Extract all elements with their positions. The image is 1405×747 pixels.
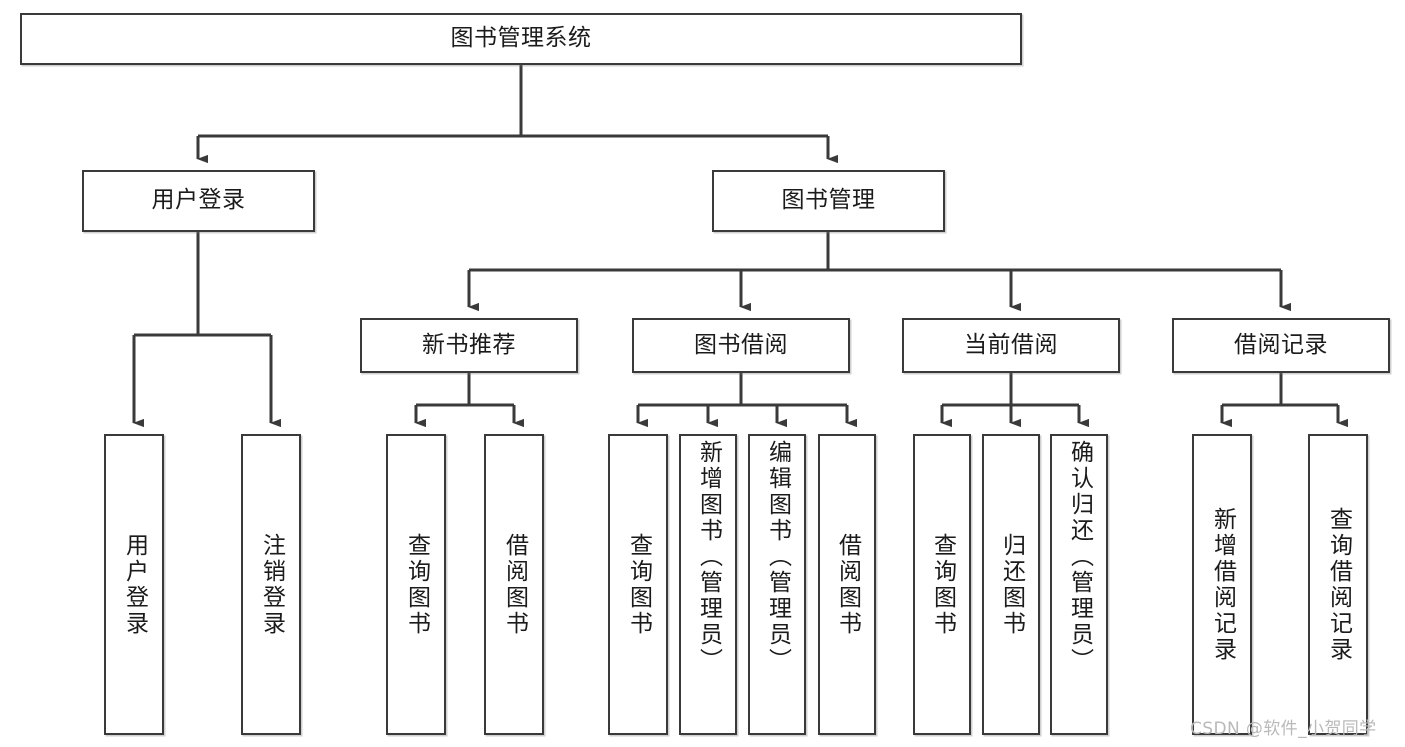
node-leaf-add-borrow-record: 新增借阅记录: [1192, 434, 1252, 735]
node-user-login: 用户登录: [82, 170, 315, 232]
node-label: 查询借阅记录: [1325, 506, 1352, 663]
node-label: 新增图书（管理员）: [695, 440, 722, 674]
node-book-management: 图书管理: [712, 170, 945, 232]
node-leaf-user-login: 用户登录: [104, 434, 164, 735]
node-label: 注销登录: [258, 532, 285, 637]
node-leaf-return-book: 归还图书: [982, 434, 1040, 735]
node-leaf-user-logout: 注销登录: [241, 434, 301, 735]
node-label: 用户登录: [121, 532, 148, 637]
node-label: 新书推荐: [422, 331, 516, 358]
node-leaf-borrow-book-recommend: 借阅图书: [484, 434, 544, 735]
node-label: 借阅图书: [501, 532, 528, 637]
node-leaf-confirm-return: 确认归还（管理员）: [1050, 434, 1108, 735]
node-new-book-recommend: 新书推荐: [360, 318, 578, 373]
node-leaf-add-book: 新增图书（管理员）: [679, 434, 737, 735]
node-borrow-record: 借阅记录: [1172, 318, 1390, 373]
node-label: 借阅记录: [1234, 331, 1328, 358]
node-label: 借阅图书: [834, 532, 861, 637]
node-label: 归还图书: [998, 532, 1025, 637]
node-label: 编辑图书（管理员）: [764, 440, 791, 674]
node-label: 用户登录: [151, 187, 246, 214]
node-label: 图书管理系统: [450, 25, 592, 52]
node-label: 当前借阅: [964, 331, 1058, 358]
node-leaf-query-book-current: 查询图书: [913, 434, 971, 735]
node-book-borrow: 图书借阅: [632, 318, 850, 373]
node-label: 查询图书: [625, 532, 652, 637]
node-leaf-borrow-book: 借阅图书: [818, 434, 876, 735]
node-root: 图书管理系统: [20, 13, 1022, 65]
node-leaf-query-borrow-record: 查询借阅记录: [1308, 434, 1368, 735]
node-leaf-query-book-recommend: 查询图书: [386, 434, 446, 735]
node-label: 确认归还（管理员）: [1066, 440, 1093, 674]
node-label: 查询图书: [403, 532, 430, 637]
node-label: 查询图书: [929, 532, 956, 637]
node-current-borrow: 当前借阅: [902, 318, 1120, 373]
node-leaf-edit-book: 编辑图书（管理员）: [748, 434, 806, 735]
node-leaf-query-book-borrow: 查询图书: [608, 434, 668, 735]
node-label: 图书管理: [781, 187, 876, 214]
node-label: 新增借阅记录: [1209, 506, 1236, 663]
node-label: 图书借阅: [694, 331, 788, 358]
